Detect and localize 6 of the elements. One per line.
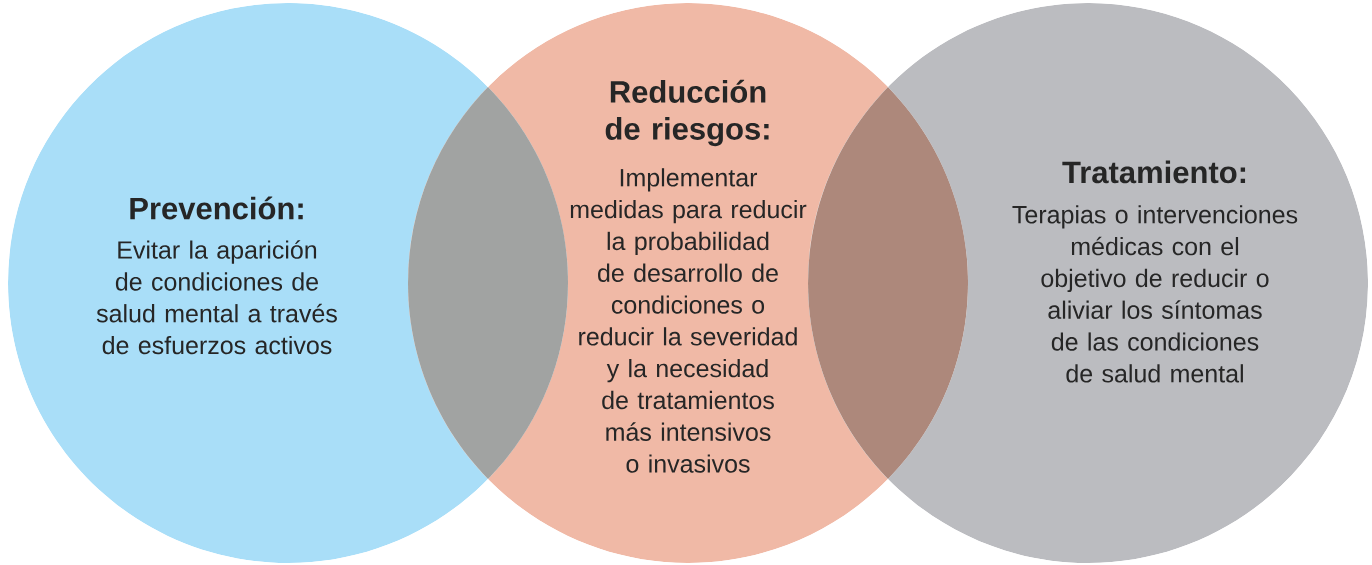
heading-text: Prevención:: [130, 196, 303, 220]
body-text: Terapias o intervenciones médicas con el objetivo de reducir o aliviar los síntomas de las condiciones de salud mental: [1012, 205, 1298, 383]
heading-text: Reducción de riesgos:: [605, 79, 769, 147]
heading-text: Tratamiento:: [1062, 160, 1246, 184]
body-text: Implementar medidas para reducir la probabilidad de desarrollo de condiciones o reducir la severidad y la necesidad de tratamientos más intensivos o invasivos: [570, 168, 807, 473]
body-text: Evitar la aparición de condiciones de salud mental a través de esfuerzos activos: [96, 240, 337, 355]
